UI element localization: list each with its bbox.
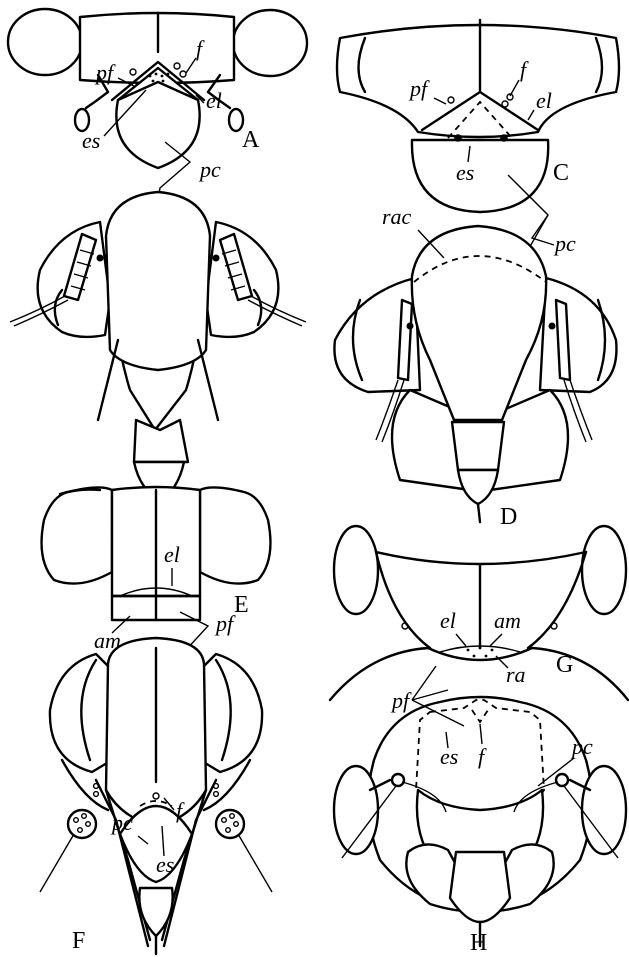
panel-c-label-es: es xyxy=(456,160,474,185)
panel-a-label-es: es xyxy=(82,128,100,153)
panel-g-label-el: el xyxy=(440,608,456,633)
panel-c-label-el: el xyxy=(536,88,552,113)
panel-h-id: H xyxy=(470,930,487,956)
panel-g-frons-dots xyxy=(467,647,494,658)
panel-d-id: D xyxy=(500,504,517,530)
panel-e-label-pf: pf xyxy=(214,611,236,636)
panel-e-id: E xyxy=(234,592,249,618)
panel-a-id: A xyxy=(242,127,260,153)
panel-d-label-rac: rac xyxy=(382,204,412,229)
panel-g-leader-am xyxy=(490,634,502,646)
panel-e-label-el: el xyxy=(164,542,180,567)
panel-a-label-pc: pc xyxy=(198,157,221,182)
panel-c-label-pc: pc xyxy=(553,231,576,256)
panel-g-leader-el xyxy=(456,634,466,646)
panel-c-id: C xyxy=(553,160,569,186)
panel-g-id: G xyxy=(556,652,573,678)
panel-h-label-pc: pc xyxy=(570,734,593,759)
panel-a-label-pf: pf xyxy=(94,60,116,85)
panel-b-drawing xyxy=(10,192,306,520)
panel-g-label-am: am xyxy=(494,608,521,633)
panel-e-leader-am xyxy=(112,616,130,633)
panel-c-label-pf: pf xyxy=(408,76,430,101)
panel-g-drawing xyxy=(330,526,628,700)
panel-h-label-es: es xyxy=(440,744,458,769)
panel-f-label-es: es xyxy=(156,852,174,877)
panel-g-label-ra: ra xyxy=(506,662,526,687)
panel-c-drawing xyxy=(337,20,619,212)
panel-f-label-pc: pc xyxy=(110,810,133,835)
panel-g-label-pf: pf xyxy=(390,688,412,713)
panel-d-drawing xyxy=(334,226,616,522)
panel-f-drawing xyxy=(40,638,272,954)
panel-a-drawing xyxy=(8,9,307,168)
panel-a-label-el: el xyxy=(206,88,222,113)
panel-f-id: F xyxy=(72,928,85,954)
